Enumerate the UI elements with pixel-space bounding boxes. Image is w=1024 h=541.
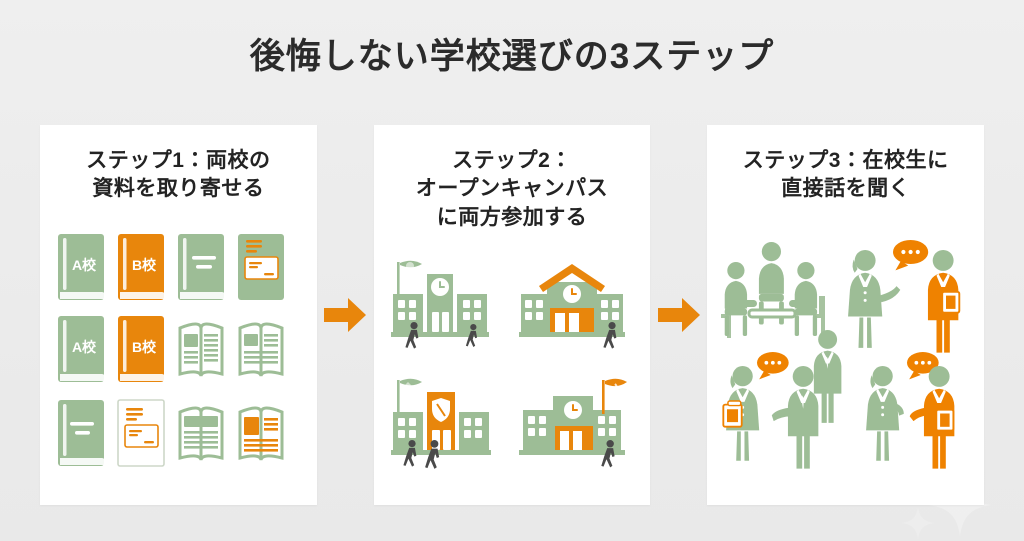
step-card-2[interactable]: ステップ2： オープンキャンパス に両方参加する <box>373 125 651 505</box>
step-1-title: ステップ1：両校の 資料を取り寄せる <box>86 149 271 201</box>
arrow-1 <box>317 298 374 332</box>
svg-text:A校: A校 <box>72 257 97 273</box>
step-card-3[interactable]: ステップ3：在校生に 直接話を聞く <box>707 125 984 505</box>
step-2-title: ステップ2： オープンキャンパス に両方参加する <box>415 149 609 229</box>
svg-text:A校: A校 <box>72 339 97 355</box>
step-3-title: ステップ3：在校生に 直接話を聞く <box>742 149 949 201</box>
steps-container: ステップ1：両校の 資料を取り寄せる <box>40 125 984 505</box>
step-1-illustration: A校 B校 <box>40 204 317 505</box>
arrow-2 <box>650 298 707 332</box>
step-card-1[interactable]: ステップ1：両校の 資料を取り寄せる <box>40 125 317 505</box>
sparkle-small-icon <box>900 505 936 541</box>
page-title: 後悔しない学校選びの3ステップ <box>249 37 775 76</box>
svg-text:B校: B校 <box>132 339 157 355</box>
svg-text:B校: B校 <box>132 257 157 273</box>
step-2-illustration <box>374 232 651 505</box>
step-3-illustration <box>707 204 984 505</box>
